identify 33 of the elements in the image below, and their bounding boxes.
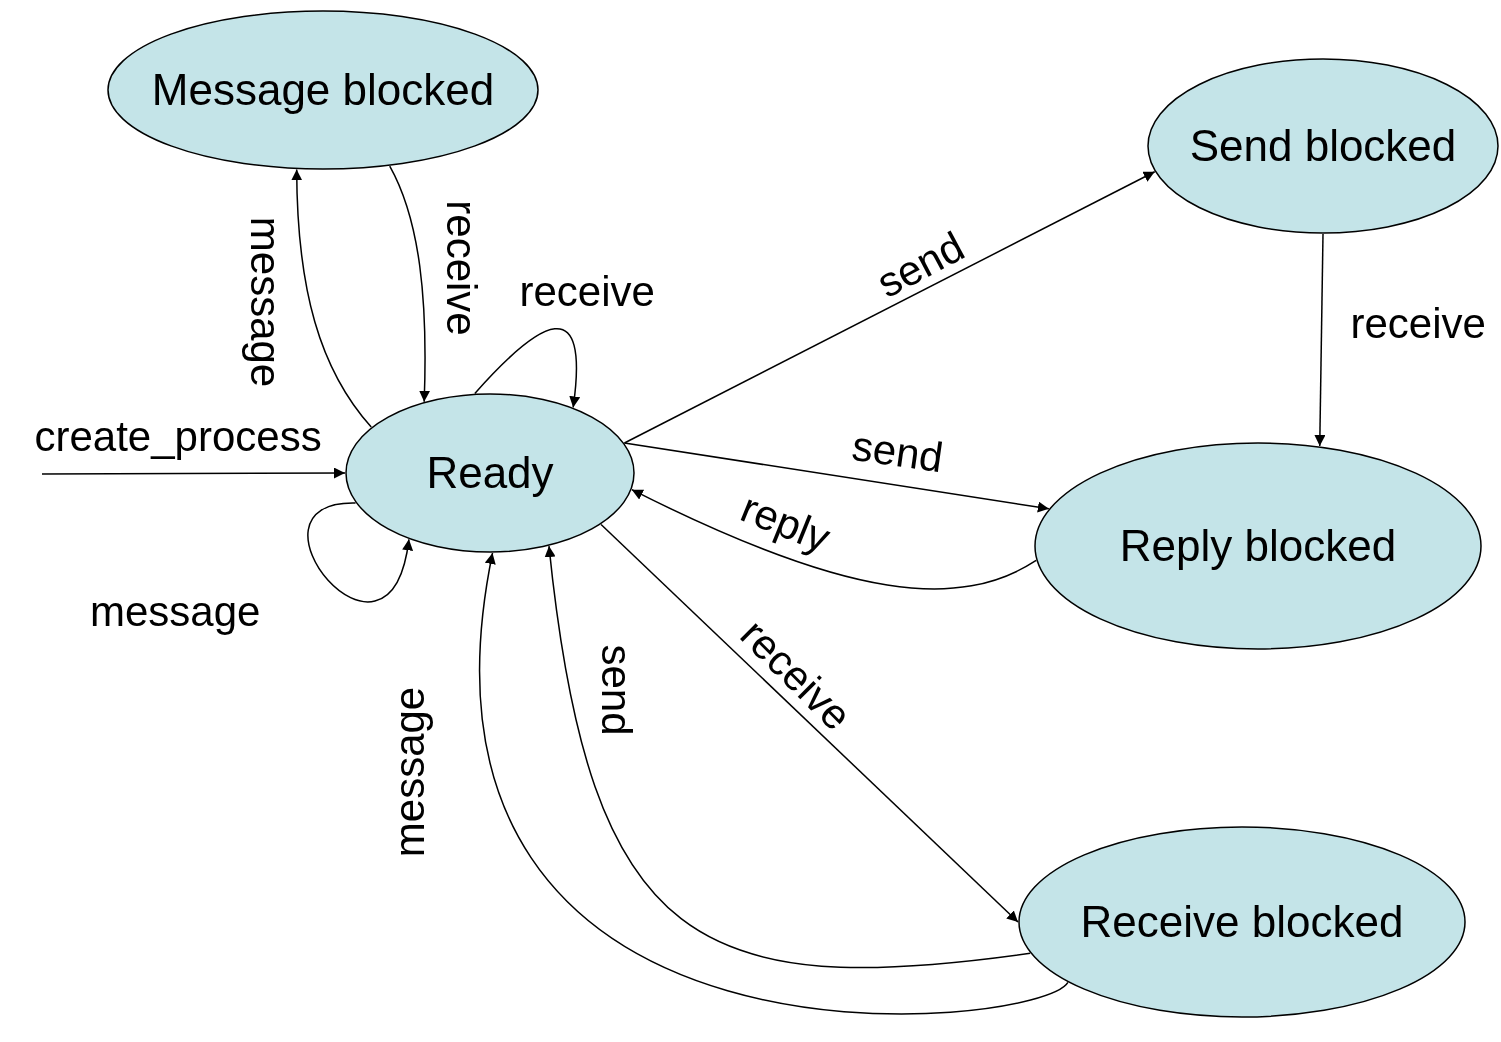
state-name: Send blocked [1189, 121, 1457, 171]
state-ellipse [1018, 826, 1466, 1018]
edge-label: send [849, 424, 946, 480]
transition-arrow [389, 165, 430, 403]
edge-label: reply [734, 486, 836, 560]
edge-label: message [389, 686, 432, 858]
state-ellipse [107, 10, 539, 170]
edge-label: send [869, 225, 971, 305]
edge-label: send [594, 644, 637, 736]
edge-label: receive [1350, 303, 1486, 345]
state-name: Ready [426, 448, 554, 498]
transition-arrow [474, 328, 580, 409]
transition-arrow [478, 552, 1069, 1015]
edge-label: message [90, 591, 261, 633]
state-ellipse [1147, 58, 1499, 234]
transition-arrow [623, 171, 1156, 444]
state-name: Receive blocked [1080, 897, 1404, 947]
transition-arrow [631, 488, 1037, 590]
state-ellipse [345, 393, 635, 553]
transition-arrow [600, 523, 1019, 923]
transition-arrow [623, 442, 1050, 513]
edge-label: receive [519, 271, 655, 313]
transition-arrow [307, 502, 412, 602]
transition-arrow [41, 467, 346, 479]
state-ellipse [1034, 442, 1482, 650]
edge-label: receive [439, 200, 482, 336]
transition-arrow [544, 545, 1031, 969]
state-name: Reply blocked [1119, 521, 1397, 571]
edge-label: message [244, 216, 287, 388]
transition-arrow [291, 168, 372, 428]
edge-label: create_process [34, 416, 322, 458]
transition-arrow [1314, 233, 1326, 447]
state-name: Message blocked [151, 65, 495, 115]
